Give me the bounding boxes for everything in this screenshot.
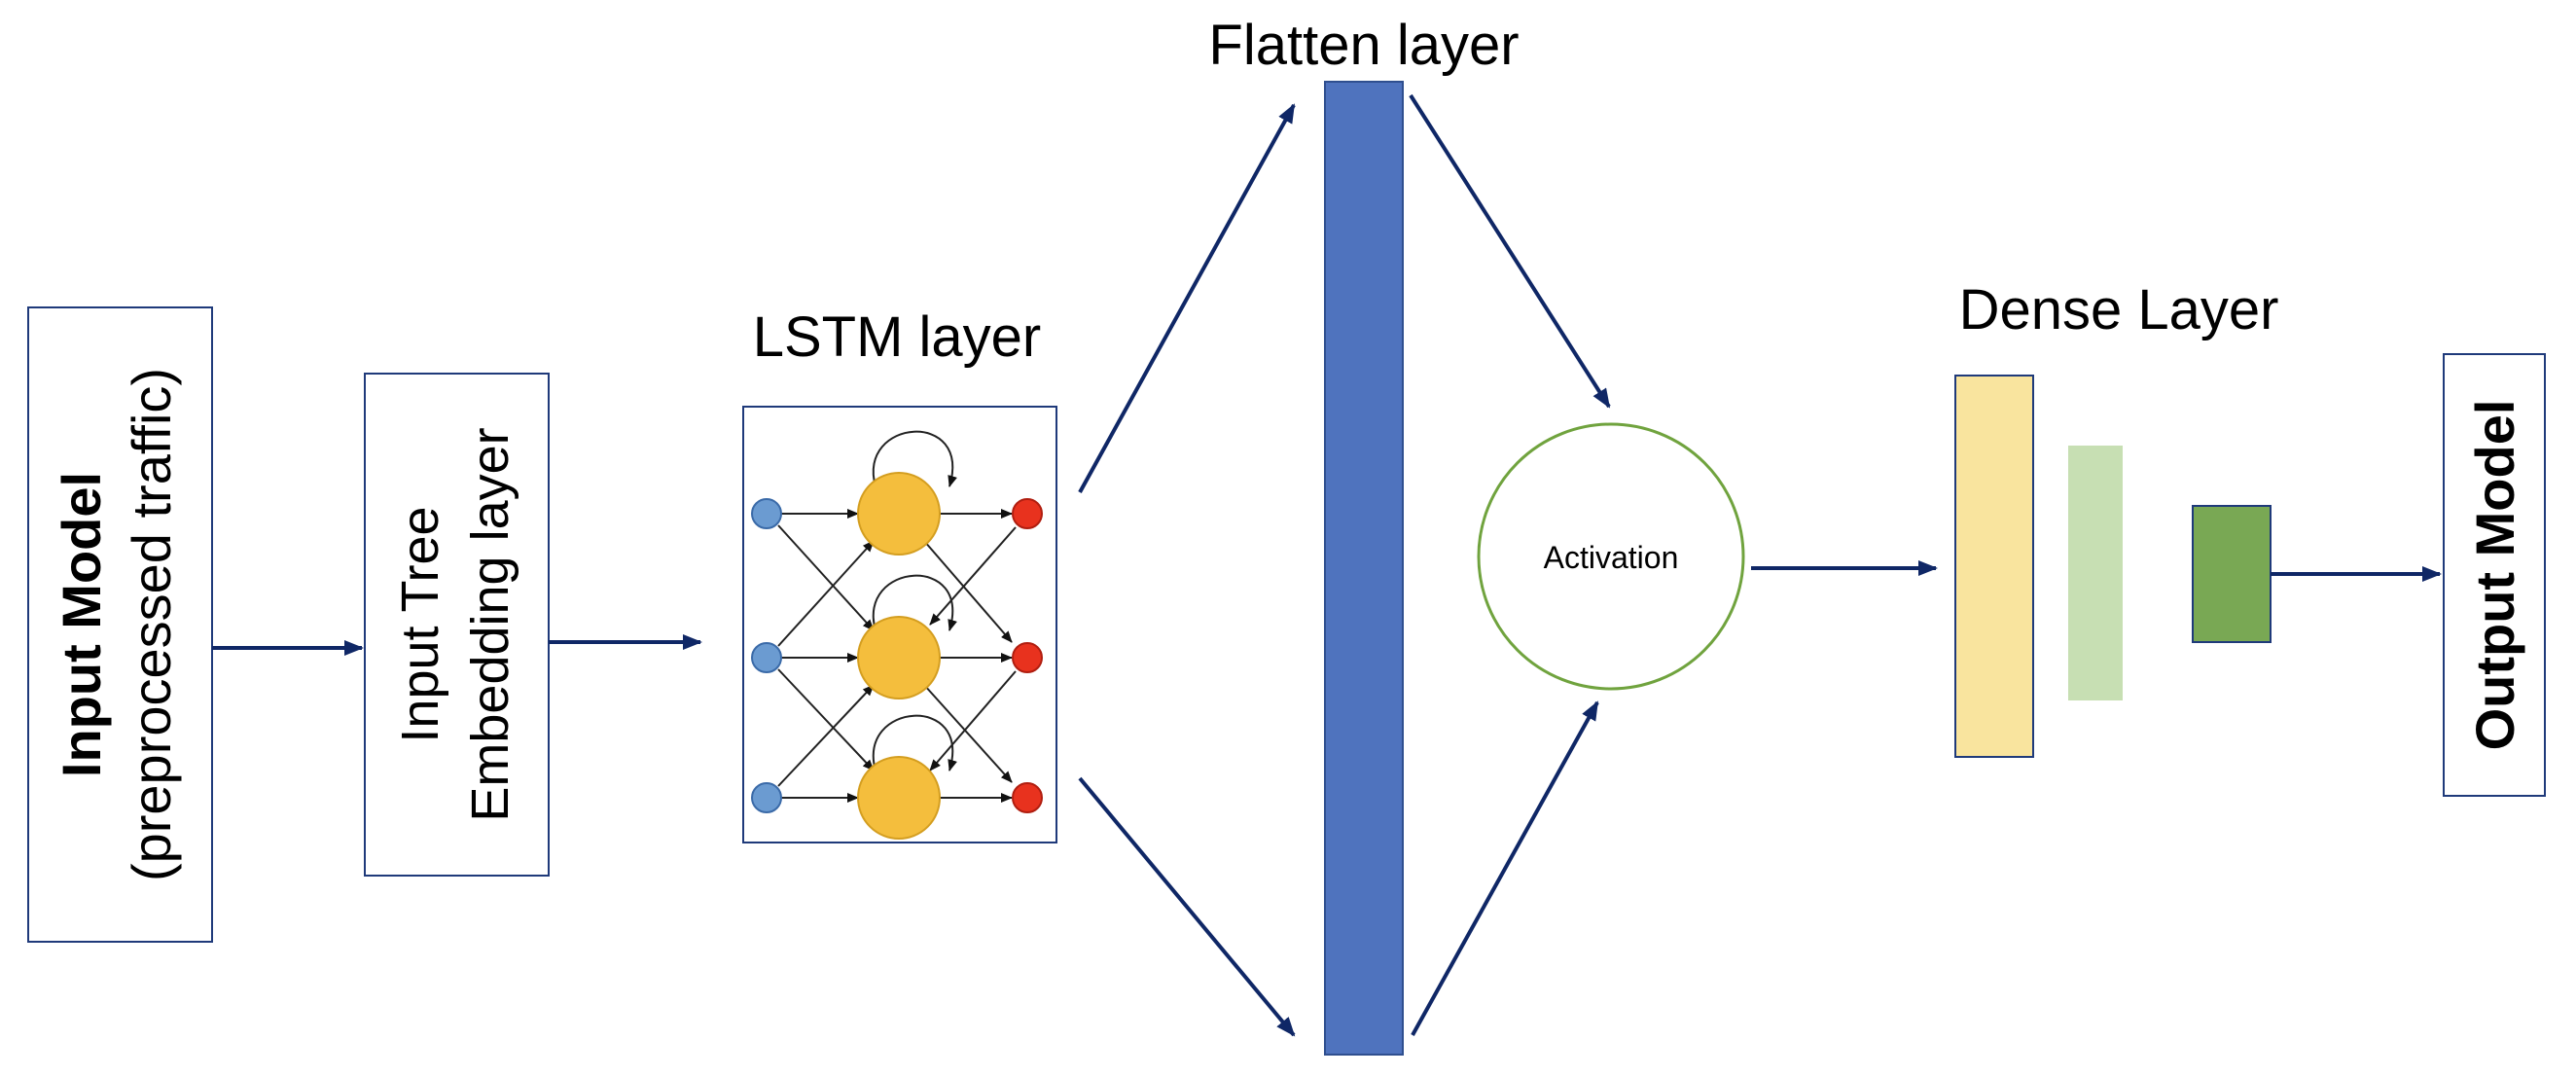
- lstm-hidden-node: [857, 472, 941, 556]
- activation-circle: [1477, 422, 1745, 691]
- input-model-subtitle: (preprocessed traffic): [121, 368, 182, 881]
- arrow-flatten-to-activation-top: [1409, 93, 1611, 409]
- lstm-hidden-node: [857, 616, 941, 699]
- lstm-output-nodes: [1012, 498, 1043, 813]
- dense-bar-1: [1954, 375, 2034, 758]
- lstm-input-nodes: [751, 498, 782, 813]
- input-model-block: Input Model (preprocessed traffic): [27, 306, 213, 943]
- lstm-hidden-node: [857, 756, 941, 840]
- output-model-label: Output Model: [2464, 400, 2525, 751]
- lstm-hidden-nodes: [857, 472, 941, 840]
- embedding-box: [364, 373, 550, 877]
- dense-label: Dense Layer: [1959, 278, 2279, 341]
- lstm-output-node: [1012, 498, 1043, 529]
- embedding-line2: Embedding layer: [461, 427, 519, 821]
- lstm-output-node: [1012, 642, 1043, 673]
- lstm-edges: [767, 430, 1017, 803]
- embedding-block: Input Tree Embedding layer: [364, 373, 550, 877]
- dense-bar-3: [2192, 505, 2272, 643]
- lstm-input-node: [751, 642, 782, 673]
- flatten-bar: [1324, 81, 1404, 1056]
- arrow-lstm-to-flatten-top: [1078, 103, 1296, 493]
- lstm-input-node: [751, 782, 782, 813]
- flatten-label: Flatten layer: [1208, 14, 1519, 77]
- lstm-block: [742, 406, 1057, 843]
- lstm-input-node: [751, 498, 782, 529]
- output-model-block: Output Model: [2443, 353, 2546, 797]
- lstm-label: LSTM layer: [753, 305, 1042, 369]
- output-model-box: [2443, 353, 2546, 797]
- arrow-lstm-to-flatten-bottom: [1078, 776, 1296, 1037]
- lstm-output-node: [1012, 782, 1043, 813]
- dense-bar-2: [2068, 446, 2123, 700]
- arrow-flatten-to-activation-bottom: [1411, 700, 1599, 1036]
- embedding-line1: Input Tree: [391, 506, 449, 742]
- input-model-title: Input Model: [51, 472, 112, 777]
- activation-label: Activation: [1544, 540, 1679, 575]
- input-model-box: [27, 306, 213, 943]
